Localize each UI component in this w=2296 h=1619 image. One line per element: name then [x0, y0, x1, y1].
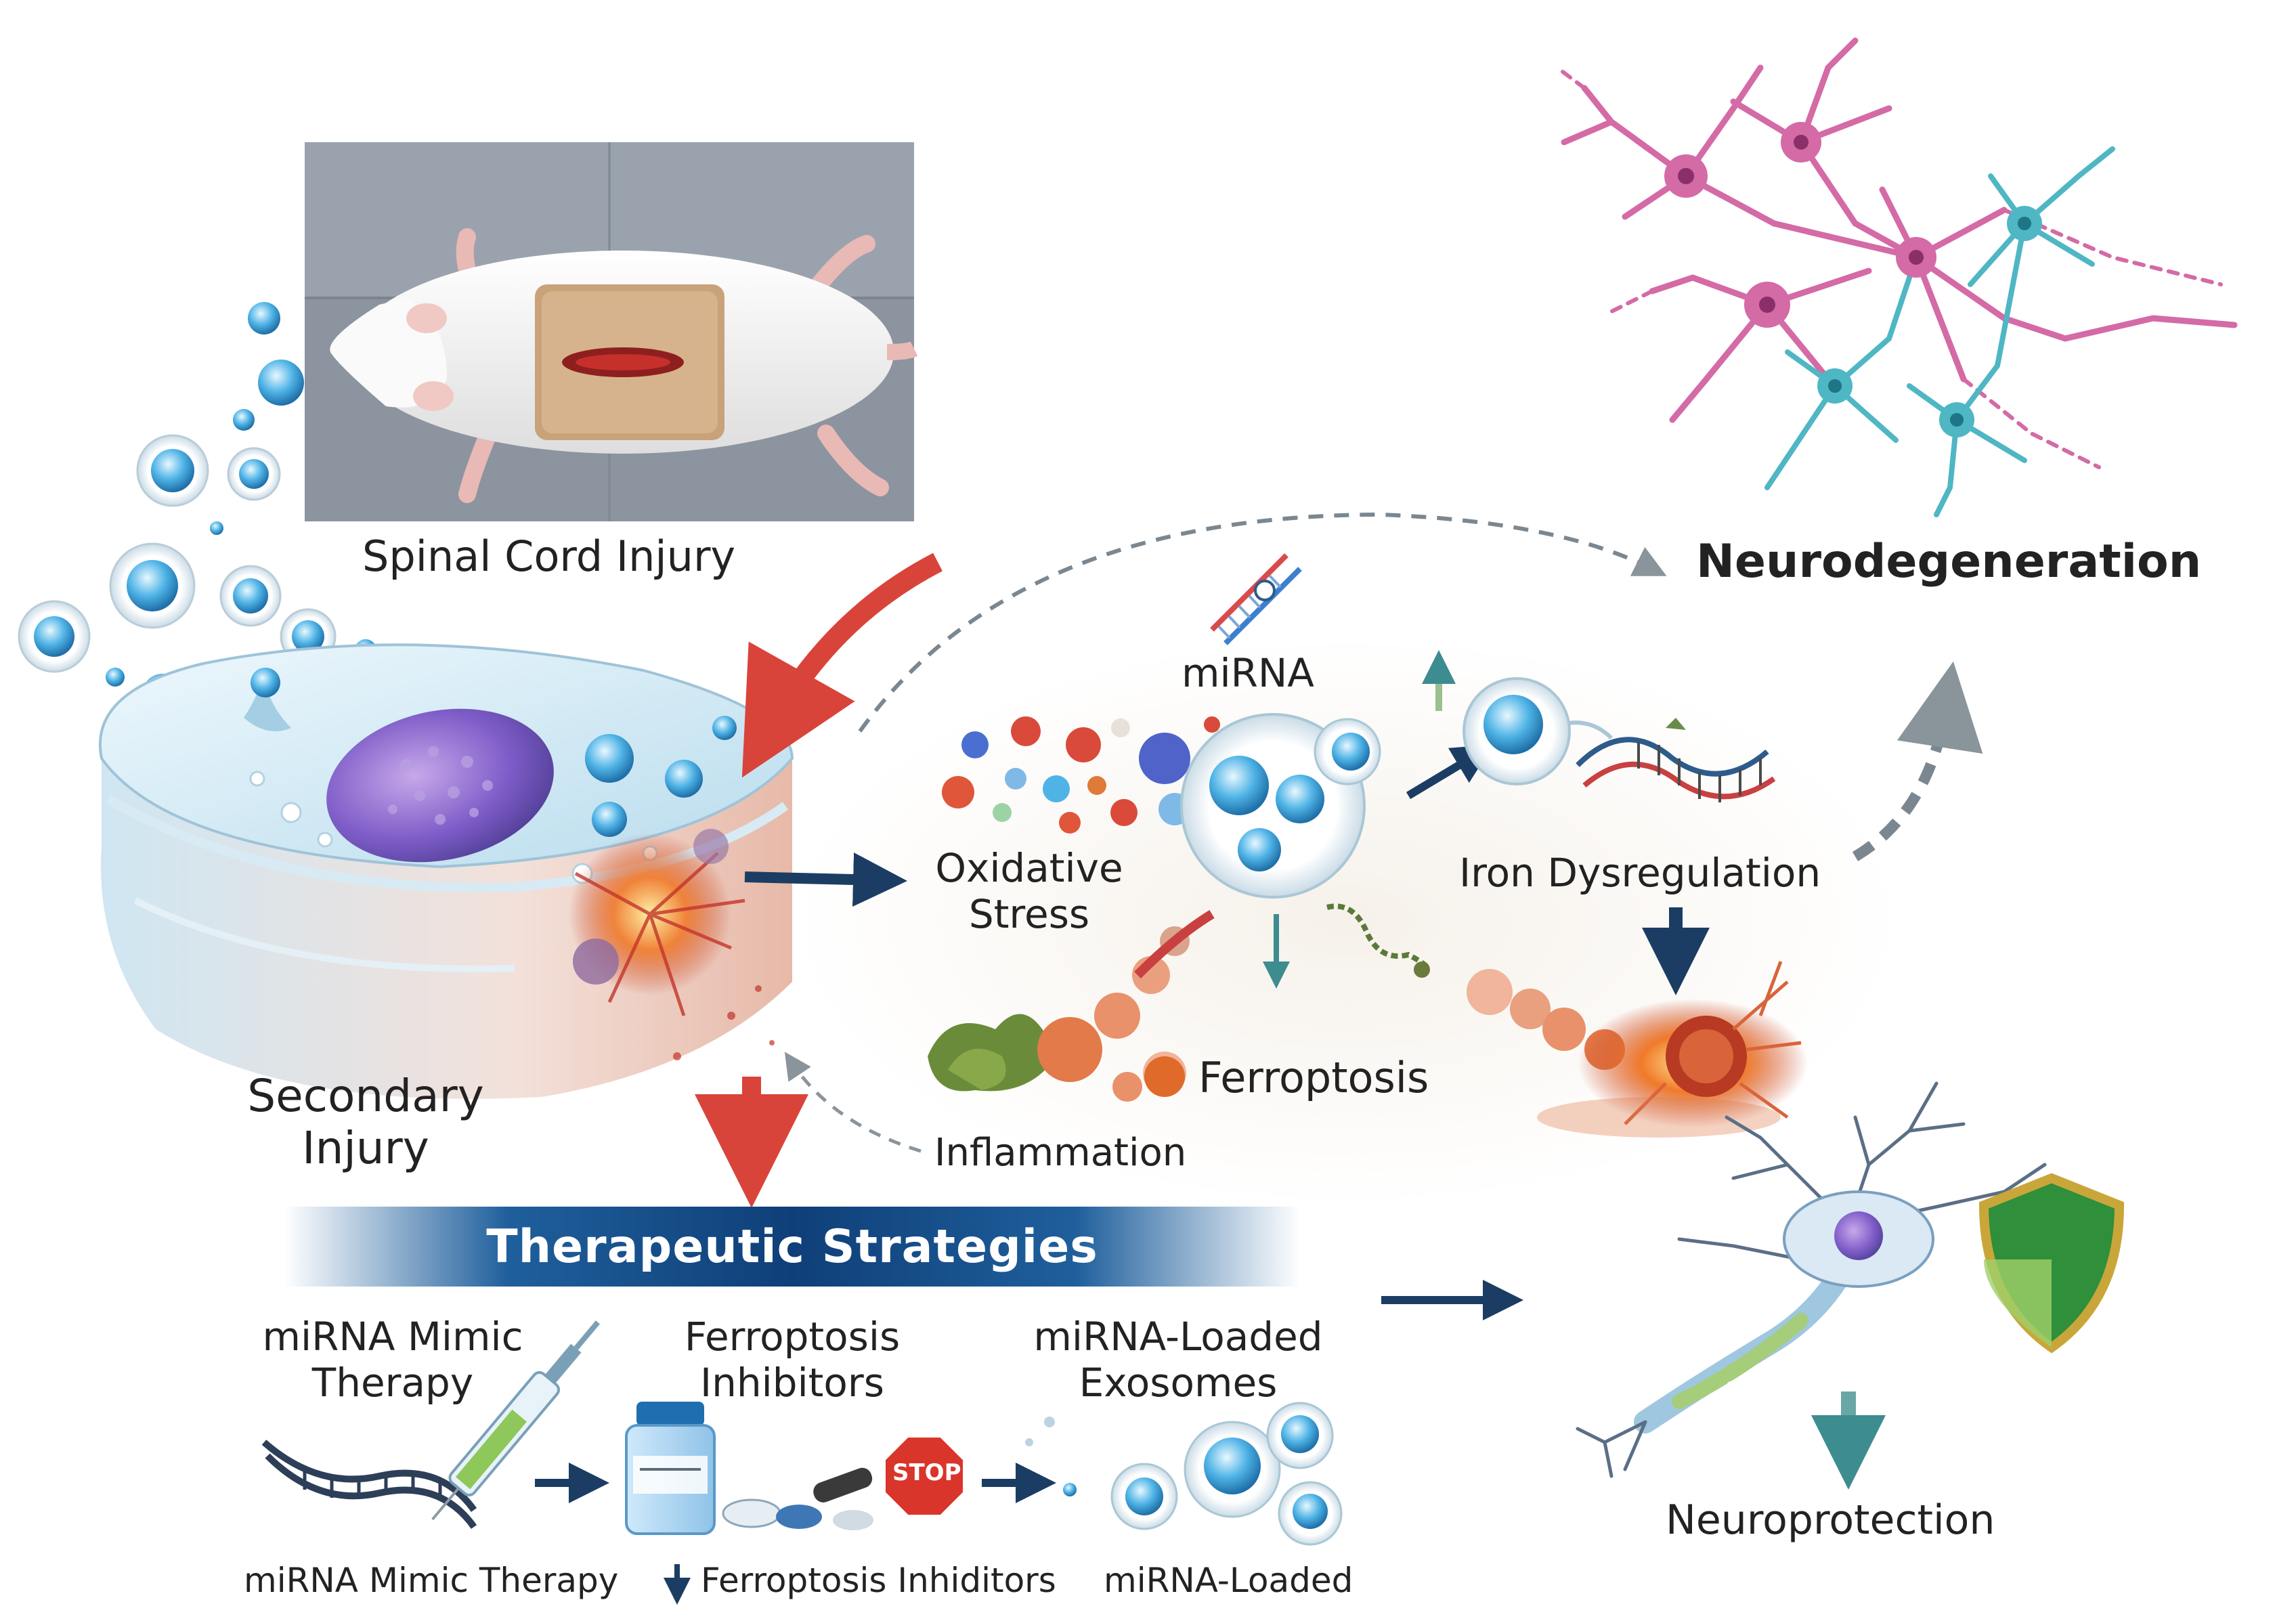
mirna-hairpin-icon	[1210, 553, 1302, 645]
label-iron-dysregulation: Iron Dysregulation	[1459, 850, 1821, 896]
label-oxidative-stress: Oxidative Stress	[907, 845, 1151, 937]
label-inhibitors-line1: Ferroptosis	[684, 1314, 901, 1360]
protected-neuron	[1576, 1081, 2125, 1478]
arrow-inflammation-to-cell	[784, 1052, 922, 1153]
arrow-cell-to-oxidative-stress	[744, 852, 907, 907]
label-mirna: miRNA	[1182, 650, 1314, 696]
iron-dysregulation-exosome	[1463, 677, 1776, 802]
therapeutic-strategies-banner: Therapeutic Strategies	[284, 1207, 1300, 1287]
label-injury: Injury	[302, 1122, 429, 1174]
mimic-therapy-icon	[261, 1320, 601, 1529]
caption-ferroptosis-inhibitors: Ferroptosis Inhiditors	[701, 1561, 1056, 1600]
arrow-mirna-to-iron	[1406, 744, 1494, 800]
label-oxidative: Oxidative	[935, 845, 1123, 891]
rat-photo	[305, 142, 918, 521]
label-stress: Stress	[968, 891, 1090, 937]
label-mimic-line1: miRNA Mimic	[262, 1314, 523, 1360]
neuron-network	[1555, 37, 2238, 517]
caption-mimic-therapy: miRNA Mimic Therapy	[244, 1561, 619, 1600]
label-inhibitors-line2: Inhibitors	[700, 1360, 884, 1406]
label-inflammation: Inflammation	[934, 1131, 1187, 1175]
ferroptosis-inhibitor-icon	[625, 1402, 967, 1535]
label-spinal-cord-injury: Spinal Cord Injury	[362, 532, 736, 581]
label-exosomes-line2: Exosomes	[1079, 1360, 1278, 1406]
label-neurodegeneration: Neurodegeneration	[1696, 535, 2202, 588]
injured-cell	[98, 643, 794, 1099]
label-secondary-injury: Secondary Injury	[223, 1070, 508, 1174]
label-neuroprotection: Neuroprotection	[1666, 1496, 1995, 1544]
label-mimic-therapy: miRNA Mimic Therapy	[244, 1314, 542, 1406]
arrow-injury-to-cell	[741, 553, 943, 778]
label-loaded-exosomes: miRNA-Loaded Exosomes	[1002, 1314, 1354, 1406]
inflammation-debris	[928, 909, 1215, 1102]
ferroptosis-destruction	[1467, 961, 1808, 1138]
arrow-iron-to-neurodegeneration	[1852, 661, 1983, 861]
label-secondary: Secondary	[247, 1070, 484, 1122]
label-exosomes-line1: miRNA-Loaded	[1033, 1314, 1323, 1360]
stop-sign-text: STOP	[892, 1459, 961, 1486]
label-mimic-line2: Therapy	[311, 1360, 474, 1406]
label-ferroptosis-inhibitors: Ferroptosis Inhibitors	[657, 1314, 928, 1406]
oxidative-stress-molecules	[942, 716, 1220, 834]
arrow-cell-to-neurodegeneration	[858, 512, 1667, 733]
loaded-exosomes-icon	[1025, 1402, 1343, 1546]
mirna-vesicle-cluster	[1180, 713, 1381, 899]
stop-sign-icon	[882, 1433, 967, 1519]
banner-title: Therapeutic Strategies	[486, 1219, 1098, 1274]
worm-rna	[1326, 903, 1431, 970]
label-ferroptosis: Ferroptosis	[1198, 1053, 1429, 1102]
caption-mirna-loaded: miRNA-Loaded	[1104, 1561, 1353, 1600]
